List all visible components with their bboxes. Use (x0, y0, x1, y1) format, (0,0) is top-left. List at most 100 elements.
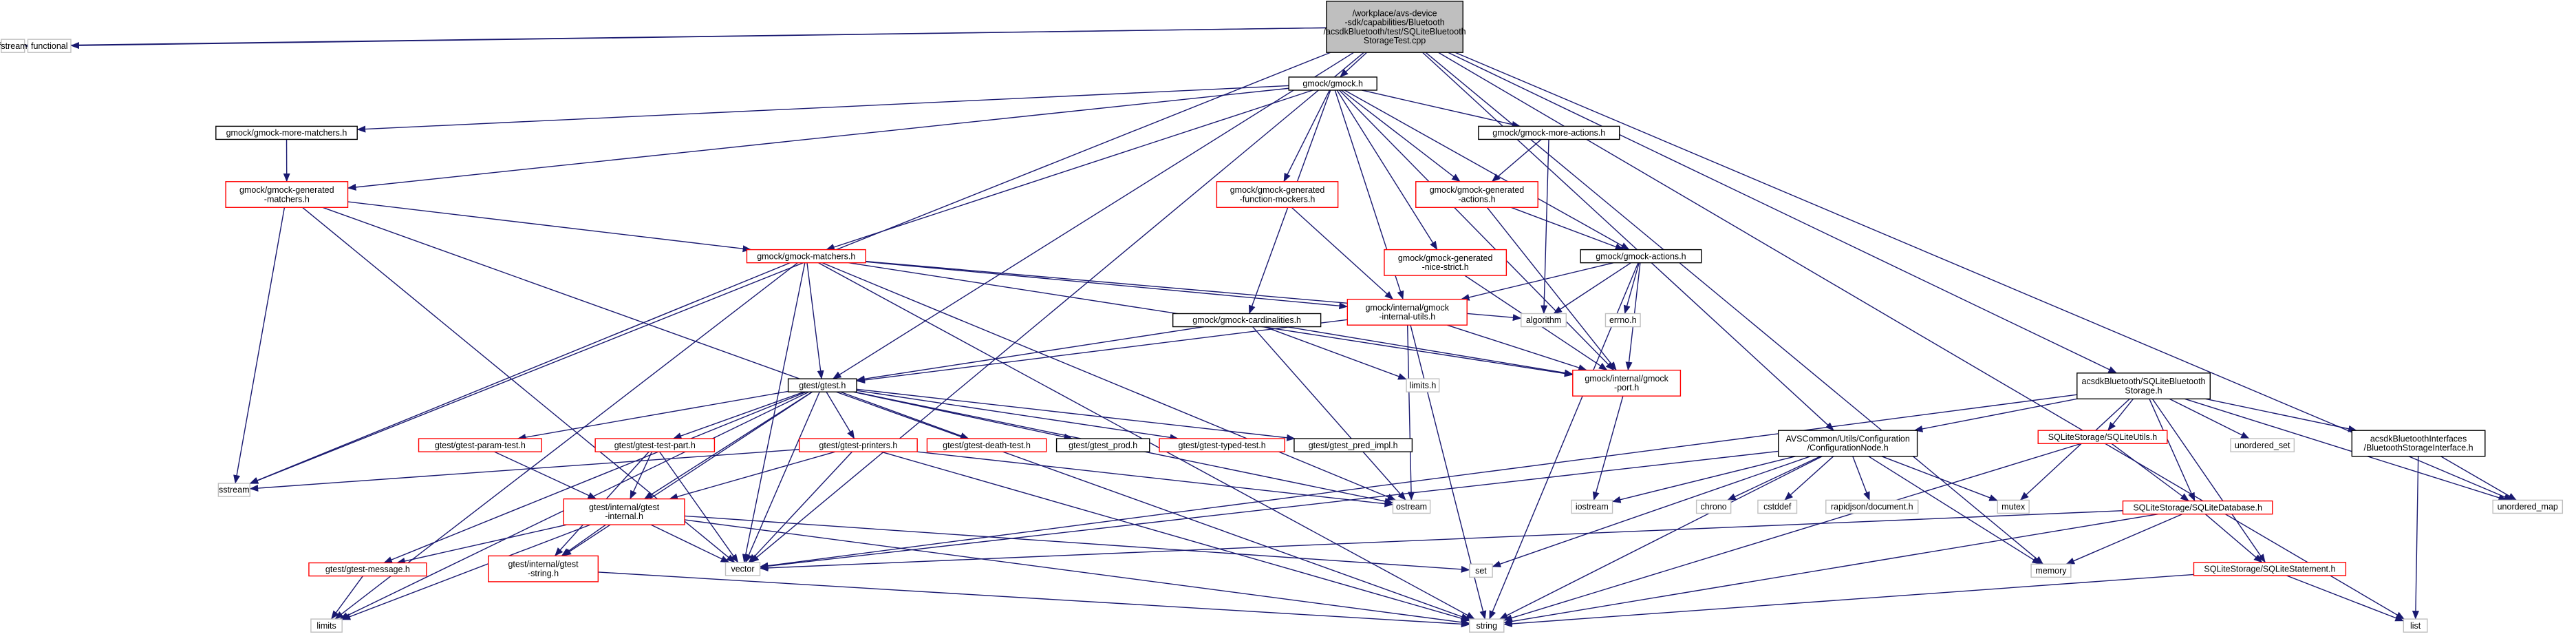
node-iostream[interactable]: iostream (1571, 499, 1613, 514)
node-gtest-string[interactable]: gtest/internal/gtest-string.h (488, 555, 599, 582)
edge-internal-utils-to-gmock-port (1447, 324, 1587, 371)
node-label-line: unordered_set (2235, 441, 2290, 450)
edge-config-node-to-chrono (1727, 456, 1821, 501)
edge-actions-h-to-errno (1623, 262, 1640, 315)
node-death-test[interactable]: gtest/gtest-death-test.h (926, 438, 1047, 452)
node-string[interactable]: string (1469, 618, 1505, 633)
node-gen-func-mockers[interactable]: gmock/gmock-generated-function-mockers.h (1216, 181, 1339, 208)
node-root[interactable]: /workplace/avs-device-sdk/capabilities/B… (1324, 1, 1466, 53)
node-fstream[interactable]: fstream (0, 39, 28, 53)
node-errno[interactable]: errno.h (1604, 313, 1641, 328)
node-cstddef[interactable]: cstddef (1757, 499, 1798, 514)
node-box (746, 249, 866, 264)
node-label-line: /ConfigurationNode.h (1807, 443, 1889, 453)
edge-gmock-h-to-gmock-port (1339, 90, 1615, 371)
edge-cardinalities-to-gmock-port (1286, 326, 1574, 377)
node-more-matchers[interactable]: gmock/gmock-more-matchers.h (215, 125, 358, 140)
edge-bt-storage-to-config-node (1913, 398, 2077, 432)
node-label-line: gtest/internal/gtest (508, 560, 579, 569)
node-gmock-h[interactable]: gmock/gmock.h (1288, 76, 1377, 91)
node-sqlite-utils[interactable]: SQLiteStorage/SQLiteUtils.h (2037, 430, 2168, 444)
edge-sqlite-stmt-to-string (1503, 574, 2194, 627)
node-box (1580, 249, 1702, 264)
edge-gtest-h-to-gtest-string (562, 391, 813, 556)
edge-matchers-h-to-sstream (249, 262, 791, 484)
node-box (308, 562, 427, 577)
node-box (2492, 499, 2564, 514)
edge-gtest-h-to-gtest-internal (644, 391, 813, 500)
edge-config-node-to-memory (1868, 456, 2041, 565)
node-gen-nice-strict[interactable]: gmock/gmock-generated-nice-strict.h (1384, 249, 1507, 276)
node-sstream[interactable]: sstream (217, 483, 250, 497)
node-label-line: gmock/gmock.h (1302, 79, 1363, 89)
node-ostream[interactable]: ostream (1392, 499, 1431, 514)
node-label-line: -internal-utils.h (1379, 312, 1435, 322)
node-sqlite-stmt[interactable]: SQLiteStorage/SQLiteStatement.h (2193, 562, 2347, 576)
node-label-line: limits (316, 621, 336, 631)
node-mutex[interactable]: mutex (1997, 499, 2030, 514)
node-label-line: gmock/gmock-generated (239, 185, 334, 195)
node-cardinalities[interactable]: gmock/gmock-cardinalities.h (1172, 313, 1322, 328)
node-memory[interactable]: memory (2030, 563, 2072, 578)
node-bt-iface[interactable]: acsdkBluetoothInterfaces/BluetoothStorag… (2351, 430, 2486, 457)
node-typed-test[interactable]: gtest/gtest-typed-test.h (1159, 438, 1285, 452)
node-param-test[interactable]: gtest/gtest-param-test.h (418, 438, 542, 452)
node-label-line: gtest/gtest-printers.h (819, 441, 897, 450)
edge-matchers-h-to-ostream (822, 262, 1397, 501)
node-printers[interactable]: gtest/gtest-printers.h (798, 438, 918, 452)
node-functional[interactable]: functional (27, 39, 72, 53)
node-unordered-map[interactable]: unordered_map (2492, 499, 2564, 514)
edge-config-node-to-mutex (1881, 456, 1998, 501)
edge-gmock-h-to-actions-h (1344, 90, 1630, 251)
node-pred-impl[interactable]: gtest/gtest_pred_impl.h (1294, 438, 1413, 452)
node-chrono[interactable]: chrono (1695, 499, 1732, 514)
node-box (1825, 499, 1919, 514)
node-internal-utils[interactable]: gmock/internal/gmock-internal-utils.h (1346, 298, 1468, 326)
edge-bt-storage-to-unordered-map (2185, 398, 2508, 501)
node-gen-matchers[interactable]: gmock/gmock-generated-matchers.h (225, 181, 349, 208)
node-box (1604, 313, 1641, 328)
node-set[interactable]: set (1469, 563, 1493, 578)
node-gtest-h[interactable]: gtest/gtest.h (787, 378, 857, 392)
node-label-line: vector (731, 565, 754, 574)
edge-root-to-bt-storage (1448, 52, 2117, 374)
edge-sqlite-db-to-sqlite-stmt (2204, 514, 2263, 563)
node-label-line: SQLiteStorage/SQLiteUtils.h (2048, 432, 2157, 442)
node-box (1216, 181, 1339, 208)
edge-gtest-h-to-test-part (672, 391, 804, 439)
node-gtest-message[interactable]: gtest/gtest-message.h (308, 562, 427, 577)
node-algorithm[interactable]: algorithm (1521, 313, 1567, 328)
node-box (310, 618, 343, 633)
node-rapidjson[interactable]: rapidjson/document.h (1825, 499, 1919, 514)
node-gtest-internal[interactable]: gtest/internal/gtest-internal.h (563, 498, 685, 525)
node-list[interactable]: list (2403, 618, 2428, 633)
node-actions-h[interactable]: gmock/gmock-actions.h (1580, 249, 1702, 264)
edge-printers-to-vector (748, 451, 853, 563)
edge-gtest-internal-to-set (684, 515, 1470, 573)
node-config-node[interactable]: AVSCommon/Utils/Configuration/Configurat… (1778, 430, 1918, 457)
node-box (2351, 430, 2486, 457)
edge-root-to-functional (70, 27, 1327, 50)
node-label-line: StorageTest.cpp (1364, 36, 1426, 45)
node-vector[interactable]: vector (724, 562, 761, 576)
node-limits[interactable]: limits (310, 618, 343, 633)
node-unordered-set[interactable]: unordered_set (2230, 438, 2295, 452)
node-more-actions[interactable]: gmock/gmock-more-actions.h (1478, 125, 1620, 140)
edge-gtest-internal-to-vector (650, 524, 730, 563)
node-test-part[interactable]: gtest/gtest-test-part.h (594, 438, 716, 452)
node-box (1392, 499, 1431, 514)
node-label-line: rapidjson/document.h (1831, 502, 1913, 512)
node-gtest-prod[interactable]: gtest/gtest_prod.h (1055, 438, 1150, 452)
edge-matchers-h-to-gtest-h (806, 262, 824, 379)
node-label-line: -port.h (1614, 383, 1639, 392)
node-label-line: /BluetoothStorageInterface.h (2363, 443, 2473, 453)
node-limits-h[interactable]: limits.h (1406, 378, 1440, 392)
edge-root-to-config-node (1422, 52, 1834, 431)
edge-actions-h-to-algorithm (1553, 262, 1631, 315)
node-sqlite-db[interactable]: SQLiteStorage/SQLiteDatabase.h (2122, 500, 2273, 515)
node-matchers-h[interactable]: gmock/gmock-matchers.h (746, 249, 866, 264)
node-gen-actions[interactable]: gmock/gmock-generated-actions.h (1415, 181, 1538, 208)
node-gmock-port[interactable]: gmock/internal/gmock-port.h (1572, 369, 1682, 397)
